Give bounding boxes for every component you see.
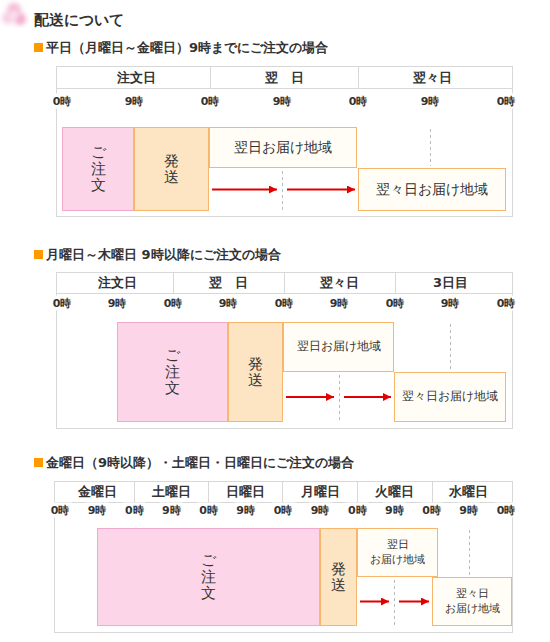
day-header: 3日目: [433, 274, 468, 292]
order-box: ご注文: [62, 127, 134, 211]
box-text: 発送: [331, 561, 346, 594]
hour-label: 9時: [457, 503, 480, 518]
flower-icon: [2, 3, 26, 25]
page-title: 配送について: [34, 11, 124, 30]
shipping-arrow: [286, 397, 391, 398]
day-header: 注文日: [98, 274, 137, 292]
hour-label: 0時: [384, 296, 407, 311]
hour-label: 0時: [347, 94, 370, 109]
hour-label: 9時: [419, 94, 442, 109]
section-heading: 金曜日（9時以降）・土曜日・日曜日にご注文の場合: [46, 454, 354, 472]
hour-label: 0時: [495, 94, 518, 109]
box-text: 翌々日お届け地域: [402, 389, 498, 405]
hour-label: 0時: [495, 296, 518, 311]
hour-label: 0時: [49, 503, 72, 518]
shipping-arrow: [360, 601, 429, 602]
hour-label: 9時: [123, 94, 146, 109]
box-text: ご注文: [165, 347, 180, 397]
box-text: 翌日お届け地域: [297, 339, 381, 355]
day-header: 翌々日: [320, 274, 359, 292]
hour-label: 9時: [271, 94, 294, 109]
hour-label: 0時: [272, 503, 295, 518]
day-header: 日曜日: [226, 483, 265, 501]
day-header: 火曜日: [375, 483, 414, 501]
box-text: 翌日 お届け地域: [358, 538, 437, 567]
hour-label: 9時: [160, 503, 183, 518]
day-header: 月曜日: [301, 483, 340, 501]
day-header: 翌 日: [265, 69, 304, 87]
next-day-box: 翌日お届け地域: [283, 322, 394, 372]
arrow-segment: [344, 396, 391, 398]
hour-label: 0時: [162, 296, 185, 311]
box-text: 翌日お届け地域: [234, 138, 332, 156]
box-text: 発送: [164, 153, 179, 186]
hour-label: 9時: [383, 503, 406, 518]
timeline-frame: [54, 67, 513, 633]
box-text: 翌々日お届け地域: [376, 180, 488, 198]
arrow-segment: [360, 601, 389, 603]
box-text: 発送: [248, 356, 263, 389]
hour-label: 9時: [217, 296, 240, 311]
two-day-box: 翌々日お届け地域: [394, 372, 506, 422]
day-header: 翌 日: [209, 274, 248, 292]
shipping-box: 発送: [134, 127, 209, 211]
order-box: ご注文: [117, 322, 228, 422]
arrow-segment: [286, 396, 334, 398]
arrow-segment: [287, 189, 355, 191]
hour-label: 0時: [346, 503, 369, 518]
hour-label: 0時: [123, 503, 146, 518]
hour-label: 0時: [197, 503, 220, 518]
section-heading: 平日（月曜日～金曜日）9時までにご注文の場合: [46, 39, 328, 57]
next-day-box: 翌日お届け地域: [209, 127, 357, 168]
two-day-box: 翌々日 お届け地域: [432, 577, 512, 626]
section-heading: 月曜日～木曜日 9時以降にご注文の場合: [46, 246, 281, 264]
hour-label: 9時: [234, 503, 257, 518]
hour-label: 9時: [328, 296, 351, 311]
hour-label: 0時: [495, 503, 518, 518]
day-header: 金曜日: [78, 483, 117, 501]
next-day-box: 翌日 お届け地域: [357, 528, 438, 577]
hour-label: 0時: [420, 503, 443, 518]
box-text: 翌々日 お届け地域: [433, 587, 511, 616]
hour-label: 9時: [106, 296, 129, 311]
shipping-arrow: [212, 189, 355, 190]
hour-label: 0時: [199, 94, 222, 109]
hour-label: 0時: [51, 94, 74, 109]
hour-label: 0時: [273, 296, 296, 311]
two-day-box: 翌々日お届け地域: [358, 168, 506, 211]
hour-label: 9時: [309, 503, 332, 518]
day-header: 注文日: [117, 69, 156, 87]
box-text: ご注文: [201, 552, 216, 602]
day-header: 水曜日: [449, 483, 488, 501]
arrow-segment: [212, 189, 277, 191]
shipping-box: 発送: [320, 528, 357, 626]
day-header: 翌々日: [413, 69, 452, 87]
bullet-square: [34, 43, 43, 467]
hour-label: 0時: [51, 296, 74, 311]
hour-label: 9時: [439, 296, 462, 311]
shipping-box: 発送: [228, 322, 283, 422]
day-header: 土曜日: [152, 483, 191, 501]
order-box: ご注文: [97, 528, 320, 626]
box-text: ご注文: [91, 144, 106, 194]
hour-label: 9時: [86, 503, 109, 518]
arrow-segment: [399, 601, 429, 603]
